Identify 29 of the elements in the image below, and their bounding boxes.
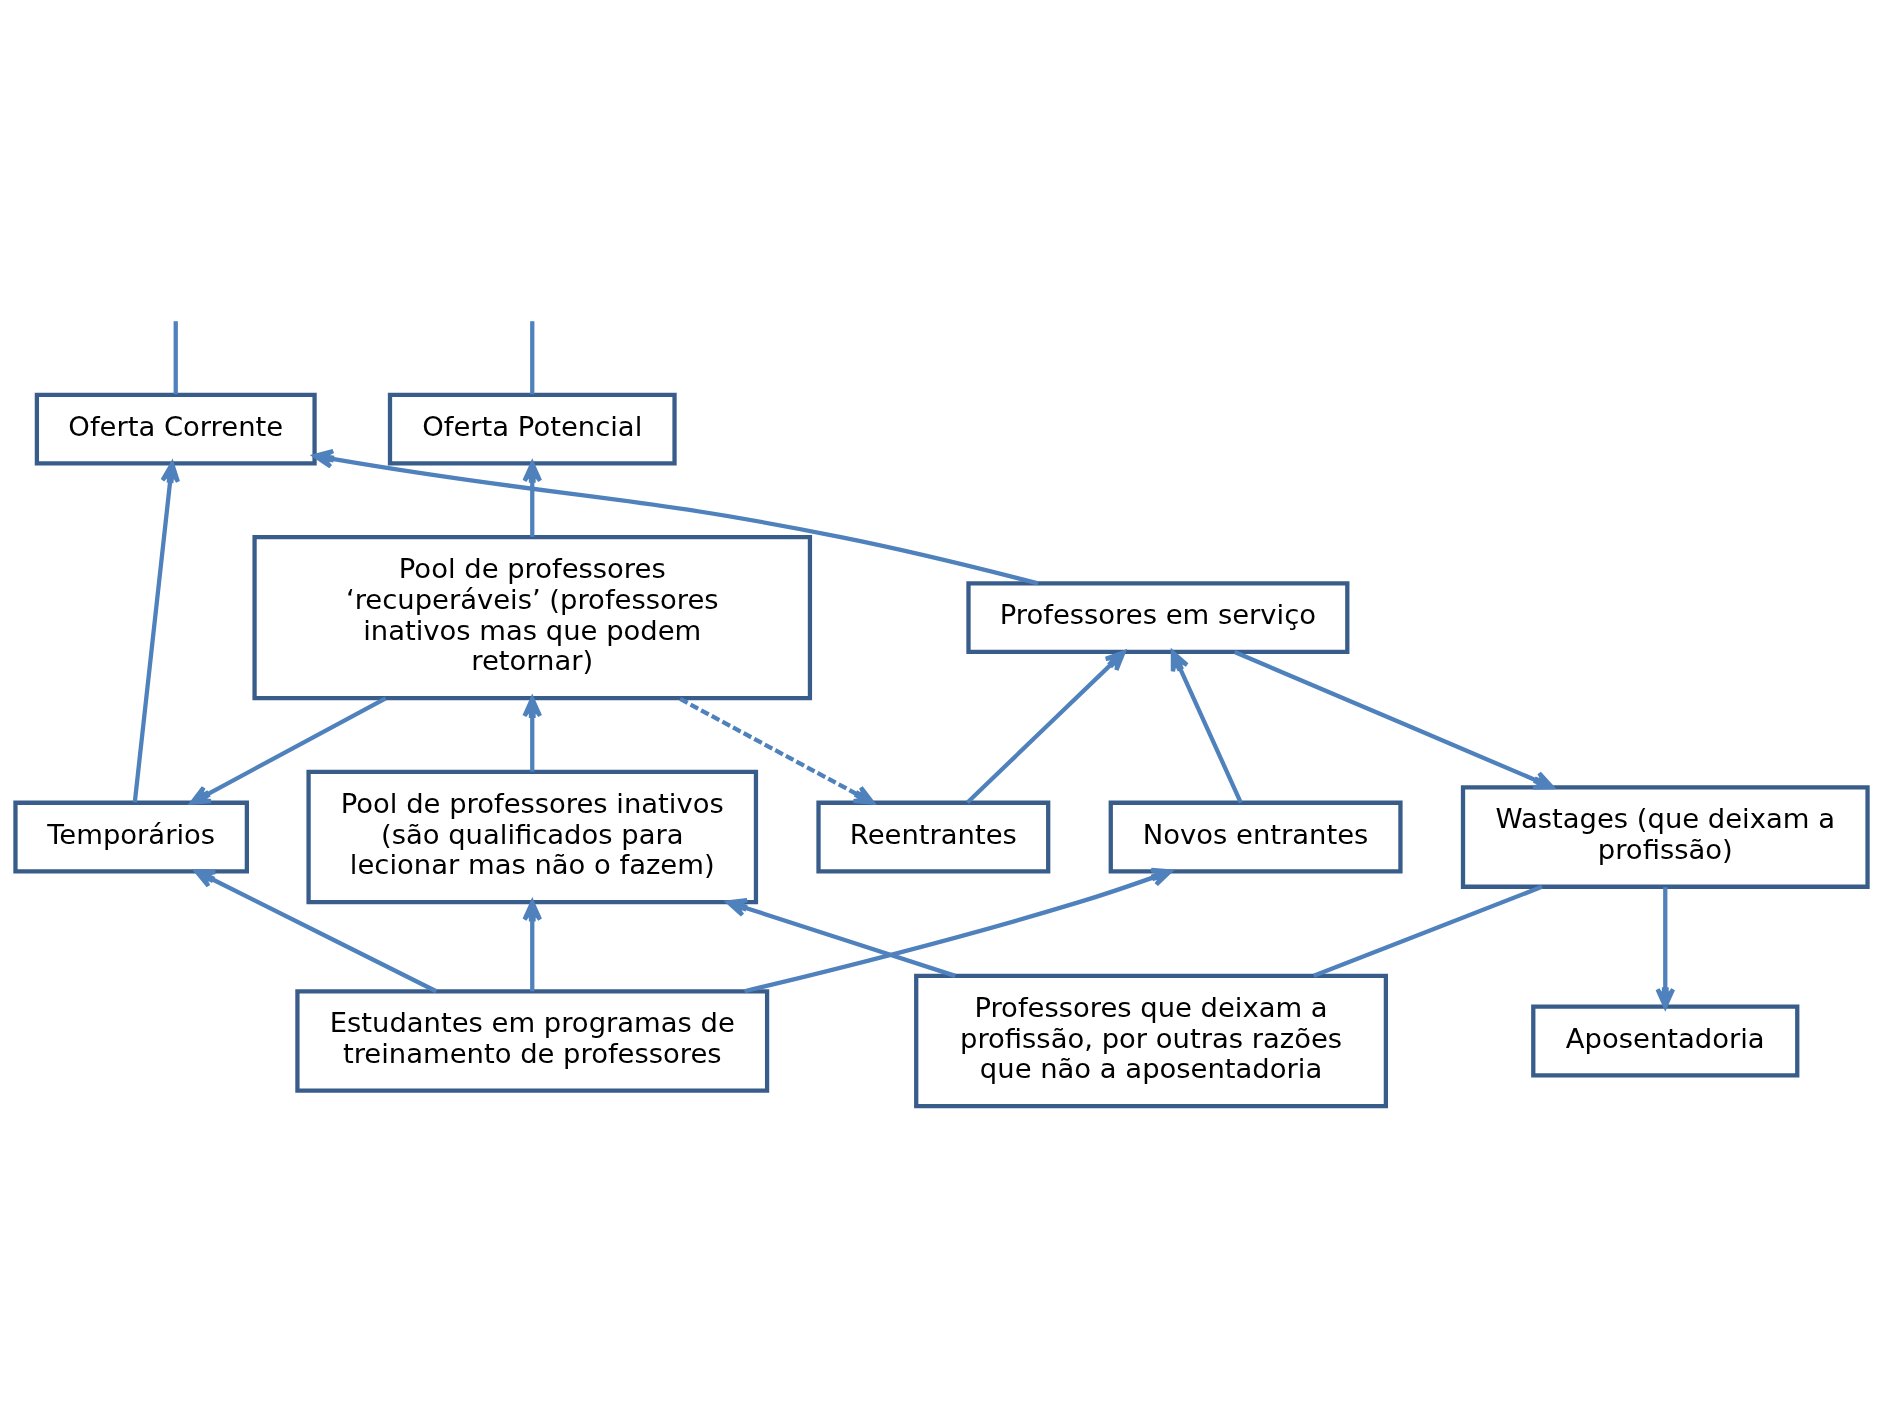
connector [1312, 884, 1543, 978]
node-box: Professores em serviço [966, 580, 1350, 654]
arrow [744, 867, 1173, 993]
arrow [194, 868, 438, 993]
node-box: Reentrantes [816, 800, 1051, 873]
arrow [726, 897, 956, 978]
node-box: Aposentadoria [1531, 1004, 1800, 1077]
node-box: Oferta Potencial [387, 392, 677, 465]
connector [173, 320, 178, 394]
arrow [522, 460, 543, 537]
arrow [1233, 649, 1555, 790]
arrow [522, 695, 543, 772]
node-box: Wastages (que deixam a profissão) [1460, 784, 1870, 889]
node-box: Pool de professores ‘recuperáveis’ (professores inativos mas que podem retornar) [252, 534, 813, 700]
node-box: Pool de professores inativos (são qualificados para lecionar mas não o fazem) [306, 769, 759, 904]
arrow [522, 899, 543, 991]
arrow [132, 461, 181, 802]
node-box: Novos entrantes [1108, 800, 1403, 873]
arrow [189, 695, 387, 805]
arrow [1170, 649, 1243, 803]
arrow [966, 649, 1126, 804]
arrow [677, 695, 875, 805]
arrow [1655, 886, 1676, 1009]
node-box: Oferta Corrente [34, 392, 317, 465]
node-box: Temporários [13, 800, 249, 873]
arrow [312, 448, 1039, 585]
connector [530, 320, 535, 394]
node-box: Estudantes em programas de treinamento de professores [295, 988, 770, 1093]
node-box: Professores que deixam a profissão, por outras razões que não a aposentadoria [914, 973, 1389, 1108]
